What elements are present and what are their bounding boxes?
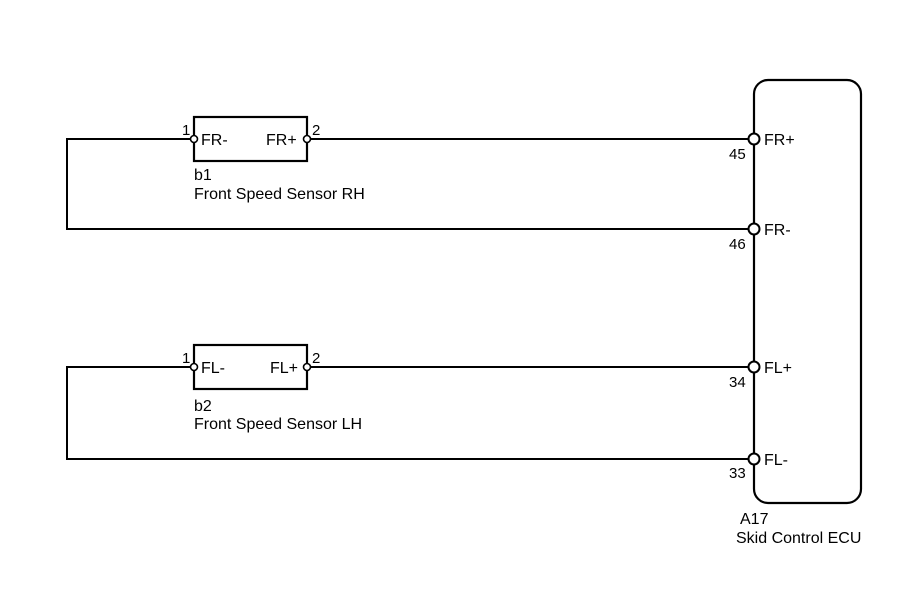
sensor-rh-pin1-label: FR- — [201, 132, 228, 149]
sensor-lh-pin2-number: 2 — [312, 350, 320, 367]
sensor-lh: 1 FL- 2 FL+ b2 Front Speed Sensor LH — [182, 343, 362, 433]
ecu-body — [752, 78, 863, 505]
ecu-terminal-33-label: FL- — [764, 452, 788, 469]
ecu-terminal-45-circle — [747, 132, 761, 146]
ecu-terminal-45-label: FR+ — [764, 132, 795, 149]
sensor-rh-pin2-label: FR+ — [266, 132, 297, 149]
sensor-lh-pin2-label: FL+ — [270, 360, 298, 377]
sensor-rh-code: b1 — [194, 167, 212, 184]
sensor-rh-pin2-number: 2 — [312, 122, 320, 139]
ecu-terminal-34-number: 34 — [729, 374, 746, 391]
sensor-rh-name: Front Speed Sensor RH — [194, 186, 365, 203]
ecu-terminal-46-circle — [747, 222, 761, 236]
ecu-terminal-45-number: 45 — [729, 146, 746, 163]
ecu-terminal-34: FL+ 34 — [729, 360, 792, 391]
ecu-terminal-46-label: FR- — [764, 222, 791, 239]
wire-fr-minus — [66, 138, 754, 230]
ecu-terminal-33-number: 33 — [729, 465, 746, 482]
sensor-lh-pin1-label: FL- — [201, 360, 225, 377]
ecu-terminal-34-label: FL+ — [764, 360, 792, 377]
wire-fl-minus — [66, 366, 754, 460]
sensor-rh-pin1-terminal — [189, 134, 199, 144]
sensor-lh-pin1-terminal — [189, 362, 199, 372]
ecu-code: A17 — [740, 511, 769, 528]
ecu-terminal-46: FR- 46 — [729, 222, 791, 253]
sensor-lh-pin2-terminal — [302, 362, 312, 372]
ecu-terminal-46-number: 46 — [729, 236, 746, 253]
ecu-terminal-34-circle — [747, 360, 761, 374]
ecu-terminal-33: FL- 33 — [729, 452, 788, 482]
ecu-name: Skid Control ECU — [736, 530, 861, 547]
sensor-rh: 1 FR- 2 FR+ b1 Front Speed Sensor RH — [182, 115, 365, 203]
sensor-lh-code: b2 — [194, 398, 212, 415]
sensor-lh-pin1-number: 1 — [182, 350, 190, 367]
ecu-terminal-33-circle — [747, 452, 761, 466]
sensor-lh-name: Front Speed Sensor LH — [194, 416, 362, 433]
sensor-rh-pin1-number: 1 — [182, 122, 190, 139]
sensor-rh-pin2-terminal — [302, 134, 312, 144]
ecu-terminal-45: FR+ 45 — [729, 132, 795, 163]
